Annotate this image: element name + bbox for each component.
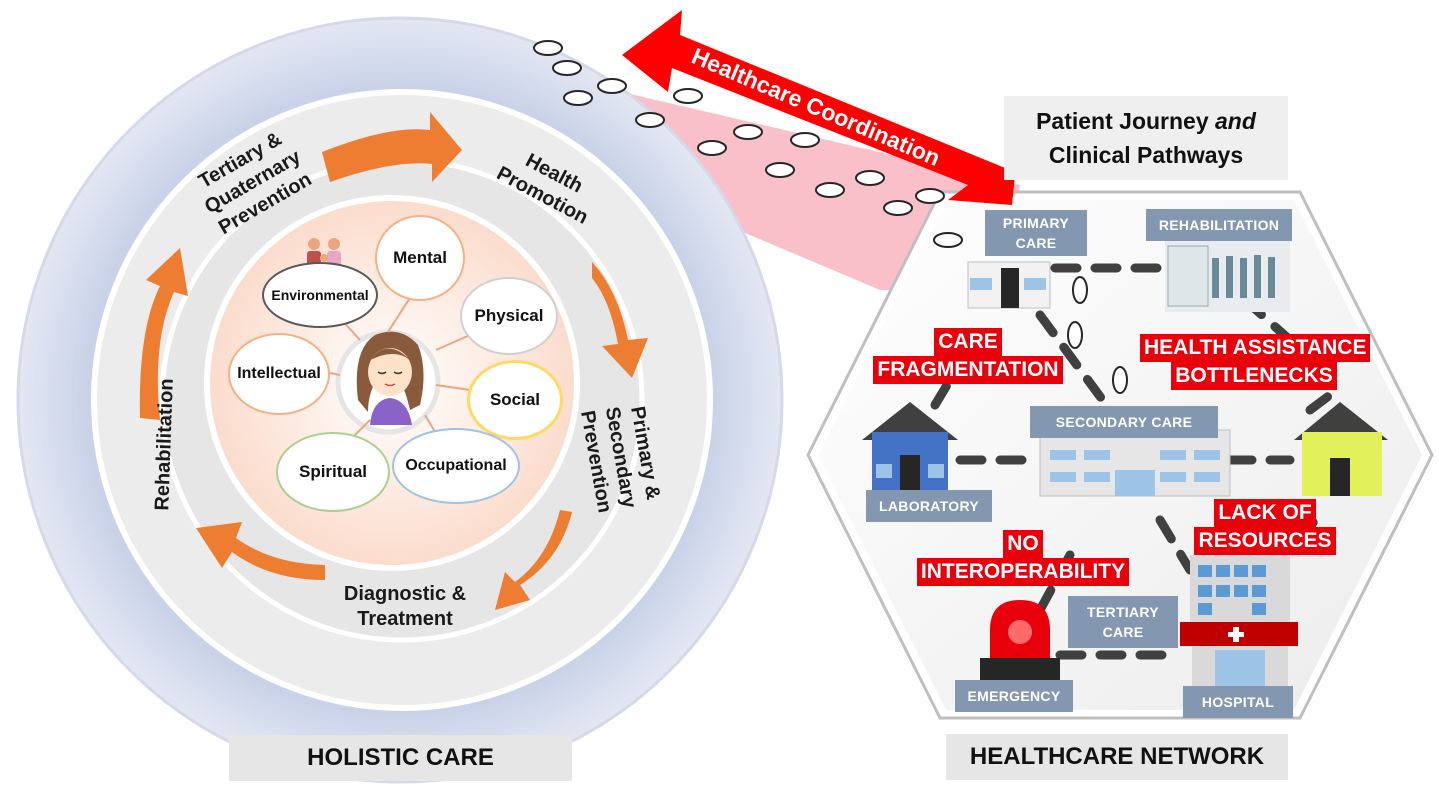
clinic-house — [1294, 402, 1388, 496]
footprints — [533, 40, 1128, 394]
dimension-occupational: Occupational — [392, 428, 520, 504]
network-links — [930, 263, 1335, 660]
arrow-right-top — [592, 262, 648, 378]
problem-care-fragmentation: CARE FRAGMENTATION — [868, 328, 1068, 384]
dimension-physical: Physical — [460, 277, 558, 355]
secondary-care-building — [1039, 429, 1231, 497]
node-primary-care: PRIMARY CARE — [985, 210, 1087, 256]
network-title: Patient Journey and Clinical Pathways — [1004, 96, 1288, 180]
node-laboratory: LABORATORY — [866, 490, 992, 522]
person-icon — [356, 331, 424, 425]
problem-no-interoperability: NO INTEROPERABILITY — [912, 530, 1134, 586]
healthcare-network-caption: HEALTHCARE NETWORK — [946, 734, 1288, 780]
hospital-building — [1180, 555, 1298, 686]
emergency-siren-icon — [980, 600, 1060, 680]
node-emergency: EMERGENCY — [955, 680, 1073, 712]
node-tertiary-care: TERTIARY CARE — [1068, 596, 1178, 648]
dimension-mental: Mental — [375, 215, 465, 301]
holistic-care-caption: HOLISTIC CARE — [229, 735, 572, 781]
arrow-top — [322, 112, 462, 182]
dimension-social: Social — [467, 360, 563, 440]
arrow-right-bottom — [495, 510, 572, 610]
laboratory-house — [862, 402, 958, 492]
primary-care-building — [967, 261, 1051, 309]
node-secondary-care: SECONDARY CARE — [1030, 406, 1218, 438]
node-hospital: HOSPITAL — [1183, 686, 1293, 718]
dimension-intellectual: Intellectual — [228, 333, 330, 415]
rehabilitation-illustration — [1165, 240, 1290, 312]
arrow-bottom-left — [196, 522, 325, 580]
problem-lack-of-resources: LACK OF RESOURCES — [1190, 499, 1340, 555]
cycle-arrows — [139, 112, 648, 610]
node-rehabilitation: REHABILITATION — [1146, 209, 1292, 241]
arrow-left — [139, 248, 188, 420]
dimension-environmental: Environmental — [262, 262, 378, 328]
problem-health-assistance-bottlenecks: HEALTH ASSISTANCE BOTTLENECKS — [1140, 334, 1371, 390]
phase-diagnostic-treatment: Diagnostic & Treatment — [343, 583, 467, 630]
dimension-spiritual: Spiritual — [276, 432, 390, 512]
